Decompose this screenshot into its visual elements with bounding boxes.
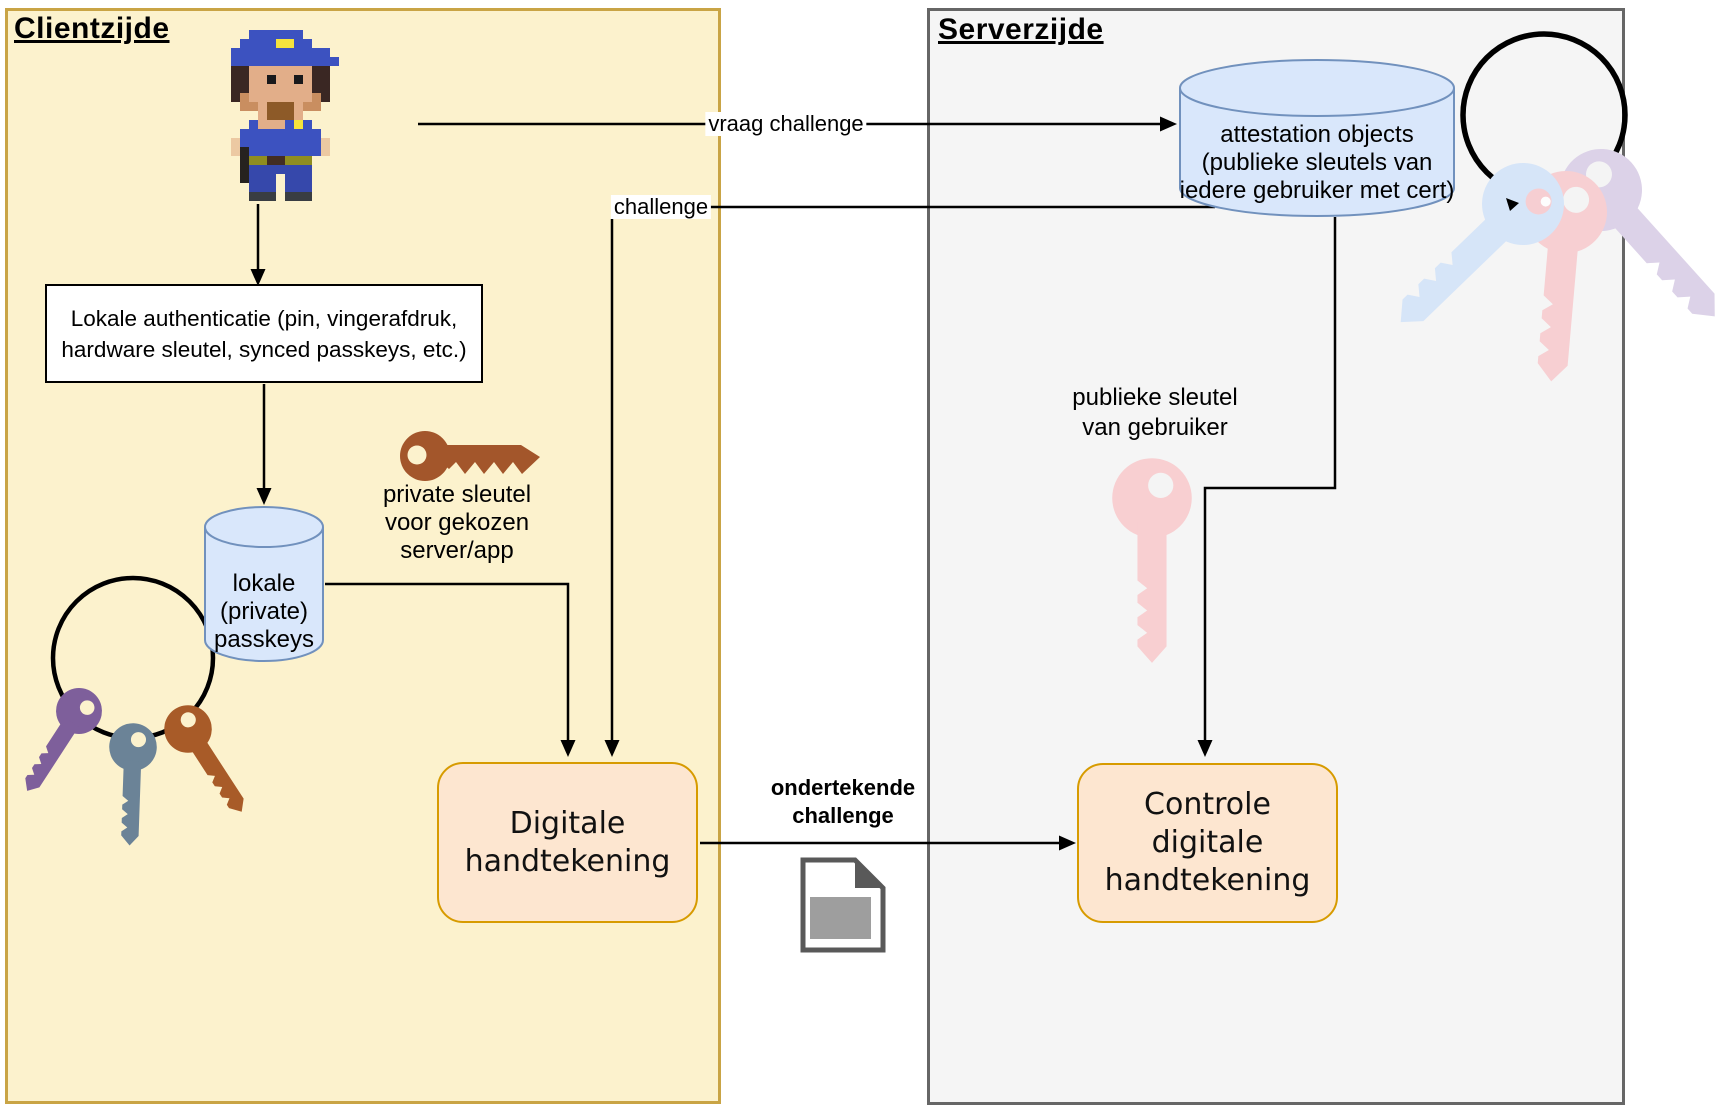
- request-challenge-label: vraag challenge: [705, 112, 867, 136]
- local-authentication-box: Lokale authenticatie (pin, vingerafdruk,…: [45, 284, 483, 383]
- stray-cursor-icon: [1506, 198, 1519, 211]
- blue-key-icon: [1400, 163, 1564, 323]
- signed-document-icon: [800, 857, 886, 953]
- local-passkeys-db-icon: [204, 506, 324, 662]
- purple-key-icon: [25, 688, 102, 791]
- keyring-left-icon: [25, 575, 244, 846]
- private-key-label: private sleutel voor gekozen server/app: [382, 481, 532, 564]
- private-key-icon: [400, 431, 540, 481]
- local-auth-line1: Lokale authenticatie (pin, vingerafdruk,: [70, 305, 458, 331]
- attestation-db-label: attestation objects (publieke sleutels v…: [1179, 121, 1455, 204]
- digital-signature-node: Digitale handtekening: [437, 762, 698, 923]
- person-icon: [231, 30, 339, 201]
- verify-signature-node: Controle digitale handtekening: [1077, 763, 1338, 923]
- attestation-db-icon: [1179, 59, 1455, 217]
- public-key-label: publieke sleutel van gebruiker: [1072, 384, 1238, 441]
- challenge-label: challenge: [610, 195, 712, 219]
- steel-key-icon: [109, 723, 157, 846]
- arrow-passkeys-to-signature: [325, 582, 570, 741]
- brown-key-icon: [164, 705, 244, 812]
- server-panel-title: Serverzijde: [938, 13, 1104, 46]
- public-key-icon: [1112, 458, 1192, 663]
- keyring-right-icon: [1400, 31, 1715, 382]
- local-auth-line2: hardware sleutel, synced passkeys, etc.): [61, 336, 467, 362]
- local-passkeys-label: lokale (private) passkeys: [213, 570, 315, 653]
- arrow-heads: [250, 116, 1213, 851]
- arrow-attestation-to-verify: [1203, 217, 1337, 741]
- signed-challenge-label: ondertekende challenge: [770, 775, 916, 828]
- client-panel-title: Clientzijde: [14, 12, 170, 45]
